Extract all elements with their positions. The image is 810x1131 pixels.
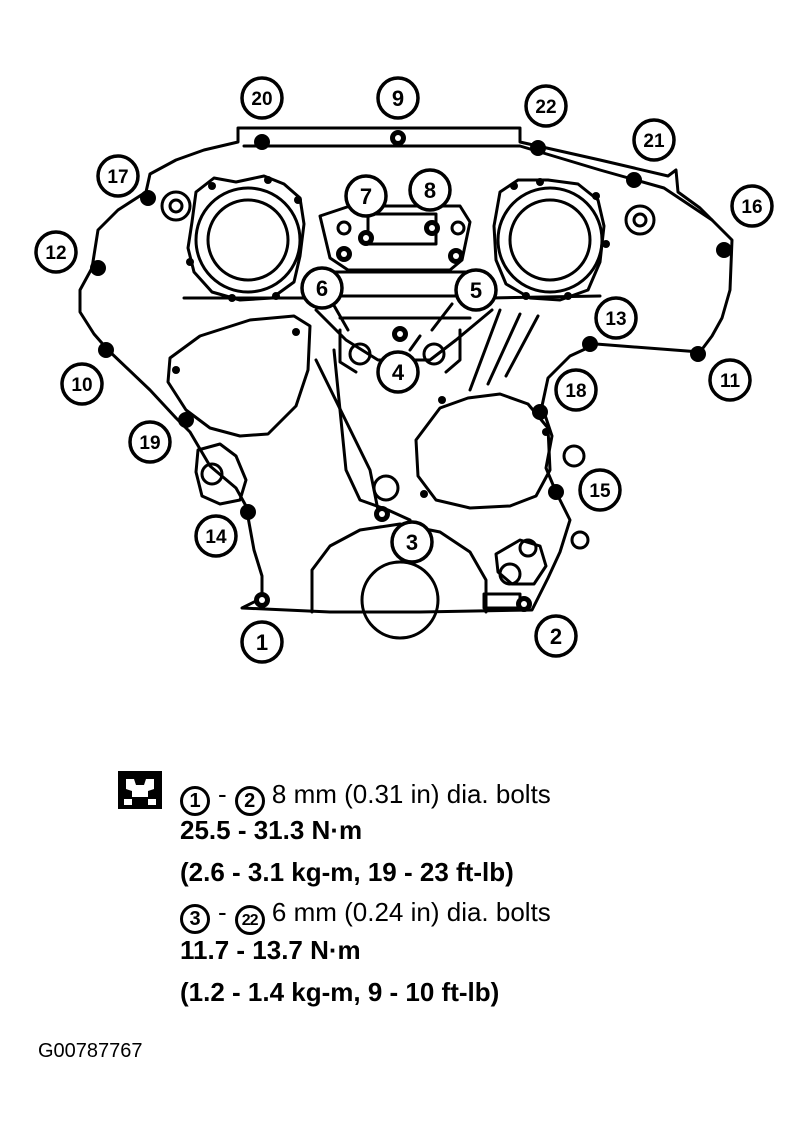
bolt-15 (548, 484, 564, 500)
svg-text:9: 9 (392, 86, 404, 111)
svg-text:8: 8 (424, 178, 436, 203)
crankshaft-bore (360, 560, 440, 640)
bolt-10 (98, 342, 114, 358)
svg-text:1: 1 (256, 630, 268, 655)
bolt-12 (90, 260, 106, 276)
svg-text:6: 6 (316, 276, 328, 301)
torque-nm-text: 25.5 - 31.3 N·m (180, 815, 363, 845)
svg-text:11: 11 (720, 371, 741, 392)
svg-text:19: 19 (139, 433, 160, 454)
right-opening (414, 392, 552, 510)
range-dash: - (218, 897, 227, 927)
callout-21: 21 (632, 118, 676, 162)
torque-wrench-icon (118, 771, 162, 809)
callout-3: 3 (390, 520, 434, 564)
right-cam-bore (496, 186, 604, 294)
callout-16: 16 (730, 184, 774, 228)
callout-badge: 3 (180, 904, 210, 934)
bolt-size-text: 8 mm (0.31 in) dia. bolts (271, 779, 551, 809)
callout-6: 6 (300, 266, 344, 310)
callout-17: 17 (96, 154, 140, 198)
callout-11: 11 (708, 358, 752, 402)
spec-group1-line: 1-2 8 mm (0.31 in) dia. bolts (180, 779, 551, 816)
svg-text:17: 17 (107, 167, 128, 188)
callout-15: 15 (578, 468, 622, 512)
svg-text:2: 2 (550, 624, 562, 649)
bolt-16 (716, 242, 732, 258)
left-cam-bore (194, 186, 302, 294)
torque-alt-text: (1.2 - 1.4 kg-m, 9 - 10 ft-lb) (180, 977, 500, 1007)
svg-text:14: 14 (205, 527, 227, 548)
callout-13: 13 (594, 296, 638, 340)
bolt-20 (254, 134, 270, 150)
callout-10: 10 (60, 362, 104, 406)
callout-4: 4 (376, 350, 420, 394)
svg-text:10: 10 (71, 375, 92, 396)
callout-19: 19 (128, 420, 172, 464)
range-dash: - (218, 779, 227, 809)
svg-text:22: 22 (535, 97, 556, 118)
svg-text:18: 18 (565, 381, 586, 402)
callout-badge: 1 (180, 786, 210, 816)
bolt-17 (140, 190, 156, 206)
callout-8: 8 (408, 168, 452, 212)
callout-14: 14 (194, 514, 238, 558)
spec-group2-line: 3-22 6 mm (0.24 in) dia. bolts (180, 897, 551, 935)
svg-text:16: 16 (741, 197, 762, 218)
bolt-11 (690, 346, 706, 362)
svg-text:12: 12 (45, 243, 66, 264)
svg-text:4: 4 (392, 360, 405, 385)
svg-text:3: 3 (406, 530, 418, 555)
bolt-19 (178, 412, 194, 428)
callout-2: 2 (534, 614, 578, 658)
bolt-22 (530, 140, 546, 156)
callout-18: 18 (554, 368, 598, 412)
callout-badge: 2 (234, 786, 265, 816)
torque-alt-text: (2.6 - 3.1 kg-m, 19 - 23 ft-lb) (180, 857, 514, 887)
top-rail (242, 144, 714, 222)
figure-id: G00787767 (38, 1040, 143, 1062)
callout-12: 12 (34, 230, 78, 274)
svg-text:5: 5 (470, 278, 482, 303)
svg-text:20: 20 (251, 89, 272, 110)
timing-cover-diagram: 1 2 3 4 5 6 7 8 9 10 11 12 13 14 15 (34, 76, 774, 664)
bolt-14 (240, 504, 256, 520)
callout-22: 22 (524, 84, 568, 128)
bolt-size-text: 6 mm (0.24 in) dia. bolts (271, 897, 551, 927)
bolt-21 (626, 172, 642, 188)
svg-text:21: 21 (643, 131, 665, 152)
callout-5: 5 (454, 268, 498, 312)
callout-badge: 22 (234, 905, 265, 935)
callout-20: 20 (240, 76, 284, 120)
callout-7: 7 (344, 174, 388, 218)
callout-9: 9 (376, 76, 420, 120)
svg-text:13: 13 (605, 309, 626, 330)
svg-text:7: 7 (360, 184, 372, 209)
torque-nm-text: 11.7 - 13.7 N·m (180, 935, 361, 965)
bolt-13 (582, 336, 598, 352)
left-plate (166, 314, 312, 438)
callout-1: 1 (240, 620, 284, 664)
bolt-18 (532, 404, 548, 420)
svg-text:15: 15 (589, 481, 611, 502)
